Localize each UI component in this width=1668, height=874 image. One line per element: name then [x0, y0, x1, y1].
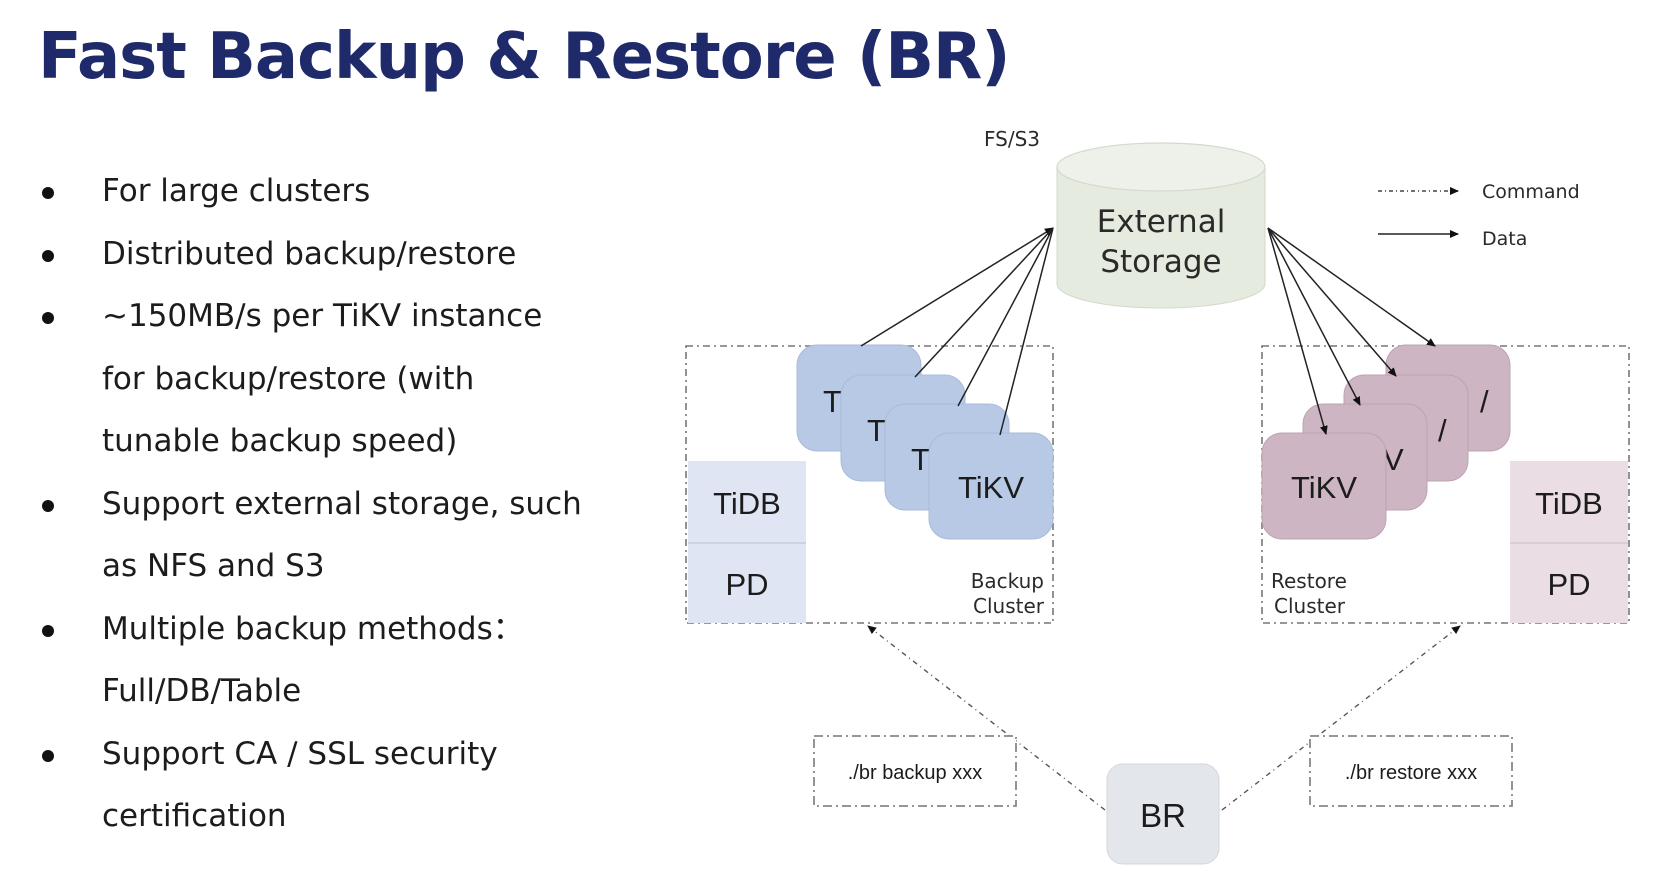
restore-tidb-node	[1510, 461, 1628, 543]
bullet-text: Support external storage, such	[102, 485, 582, 522]
data-arrow	[999, 227, 1054, 436]
bullet-dot-icon	[42, 312, 54, 324]
backup-pd-node	[688, 543, 806, 623]
bullet-item: Support CA / SSL security certification	[36, 723, 622, 848]
data-arrow	[860, 227, 1054, 347]
data-arrow	[1267, 227, 1436, 347]
bullet-list: For large clusters Distributed backup/re…	[36, 160, 622, 848]
backup-tikv-label: T	[823, 384, 842, 419]
bullet-item: Support external storage, such as NFS and…	[36, 473, 622, 598]
data-arrow	[1267, 227, 1328, 435]
external-storage-cylinder: External Storage	[1056, 142, 1266, 309]
bullet-item: Distributed backup/restore	[36, 223, 622, 286]
bullet-dot-icon	[42, 624, 54, 637]
bullet-text: for backup/restore (with	[102, 360, 475, 397]
backup-tikv-node	[928, 432, 1054, 540]
bullet-text: Support CA / SSL security	[102, 735, 498, 772]
backup-tidb-pd-stack: TiDB PD	[688, 461, 806, 623]
backup-data-arrows	[860, 227, 1054, 436]
backup-cluster-label: Cluster	[973, 594, 1045, 618]
data-arrow	[957, 227, 1054, 407]
storage-cylinder-body	[1056, 167, 1266, 309]
bullet-item: ~150MB/s per TiKV instance for backup/res…	[36, 285, 622, 473]
bullet-dot-icon	[42, 187, 54, 199]
bullet-text: tunable backup speed)	[102, 423, 458, 459]
backup-tikv-stack: T T T TiKV	[796, 344, 1054, 540]
backup-pd-label: PD	[725, 567, 768, 602]
restore-tikv-label: /	[1480, 384, 1489, 419]
bullet-dot-icon	[42, 749, 54, 762]
backup-command-box	[813, 735, 1017, 807]
restore-cluster-boundary	[1261, 345, 1630, 624]
storage-cylinder-top	[1056, 142, 1266, 192]
backup-cluster-label: Backup	[971, 569, 1044, 593]
backup-tikv-label: T	[911, 442, 930, 477]
restore-tikv-label: TiKV	[1291, 470, 1357, 505]
bullet-text: as NFS and S3	[102, 548, 325, 584]
backup-tidb-node	[688, 461, 806, 543]
bullet-text: Multiple backup methods：	[102, 610, 524, 647]
restore-cluster-label: Cluster	[1274, 594, 1346, 618]
data-arrow	[1267, 227, 1397, 377]
restore-command-box	[1309, 735, 1513, 807]
restore-tidb-pd-stack: TiDB PD	[1510, 461, 1628, 623]
bullet-text: ~150MB/s per TiKV instance	[102, 298, 543, 334]
bullet-text: Full/DB/Table	[102, 673, 302, 709]
backup-tikv-label: TiKV	[958, 470, 1024, 505]
bullet-dot-icon	[42, 249, 54, 262]
bullet-text: For large clusters	[102, 173, 371, 209]
restore-tidb-label: TiDB	[1535, 486, 1603, 521]
legend-command-label: Command	[1482, 181, 1580, 203]
legend-data-label: Data	[1482, 228, 1527, 250]
backup-command-text: ./br backup xxx	[848, 762, 983, 784]
slide-title: Fast Backup & Restore (BR)	[38, 20, 1010, 94]
backup-tidb-label: TiDB	[713, 486, 781, 521]
data-arrow	[1267, 227, 1361, 406]
restore-tikv-stack: / / V TiKV	[1261, 344, 1511, 540]
data-arrow	[914, 227, 1054, 378]
storage-type-label: FS/S3	[984, 127, 1040, 151]
bullet-text: Distributed backup/restore	[102, 235, 517, 272]
restore-command-text: ./br restore xxx	[1345, 762, 1477, 784]
storage-label: External	[1097, 204, 1226, 240]
bullet-dot-icon	[42, 499, 54, 512]
restore-data-arrows	[1267, 227, 1436, 435]
restore-cluster-label: Restore	[1271, 569, 1347, 593]
bullet-item: Multiple backup methods： Full/DB/Table	[36, 598, 622, 723]
restore-tikv-label: /	[1438, 413, 1447, 448]
legend: Command Data	[1378, 181, 1580, 250]
restore-tikv-label: V	[1383, 442, 1404, 477]
restore-pd-node	[1510, 543, 1628, 623]
storage-label: Storage	[1100, 244, 1221, 280]
bullet-item: For large clusters	[36, 160, 622, 223]
restore-pd-label: PD	[1547, 567, 1590, 602]
br-node	[1106, 763, 1220, 865]
bullet-text: certification	[102, 798, 287, 834]
backup-tikv-label: T	[867, 413, 886, 448]
br-node-label: BR	[1140, 797, 1186, 834]
